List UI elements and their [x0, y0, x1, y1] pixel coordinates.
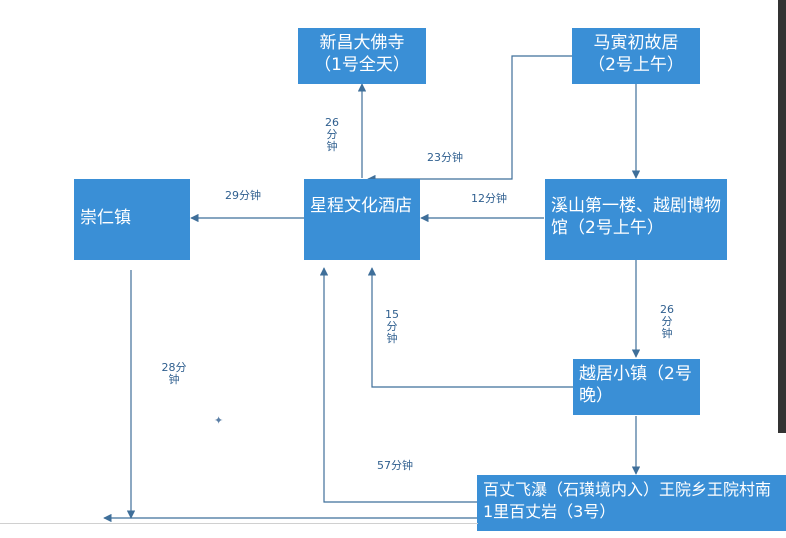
label-yueju-to-hotel: 15 分 钟: [385, 308, 399, 345]
node-mayinchu-guju: 马寅初故居 （2号上午）: [572, 28, 700, 84]
label-hotel-to-dafosi: 26 分 钟: [325, 116, 339, 153]
cursor-crosshair-icon: ✦: [214, 414, 224, 427]
node-xishan-yuejumuseum: 溪山第一楼、越剧博物馆（2号上午）: [545, 179, 727, 260]
arrow-yueju-to-hotel: [367, 267, 573, 388]
label-xishan-to-yueju: 26 分 钟: [660, 303, 674, 340]
label-mayinchu-to-hotel: 23分钟: [427, 151, 463, 164]
node-yueju-xiaozhen: 越居小镇（2号晚）: [573, 359, 700, 415]
node-baizhang-feipu: 百丈飞瀑（石璜境内入）王院乡王院村南1里百丈岩（3号）: [477, 475, 786, 531]
node-xinchang-dafosi: 新昌大佛寺 （1号全天）: [298, 28, 426, 84]
window-edge-bar: [776, 0, 786, 433]
label-chongren-down: 28分 钟: [161, 361, 187, 386]
arrow-baizhang-to-hotel: [319, 267, 477, 503]
label-xishan-to-hotel: 12分钟: [471, 192, 507, 205]
arrow-mayinchu-to-hotel: [367, 55, 572, 184]
node-chongren-zhen: 崇仁镇: [74, 179, 190, 260]
node-xingcheng-hotel: 星程文化酒店: [304, 179, 420, 260]
page-bottom-line: [0, 523, 478, 524]
label-baizhang-to-hotel: 57分钟: [377, 459, 413, 472]
label-hotel-to-chongren: 29分钟: [225, 189, 261, 202]
